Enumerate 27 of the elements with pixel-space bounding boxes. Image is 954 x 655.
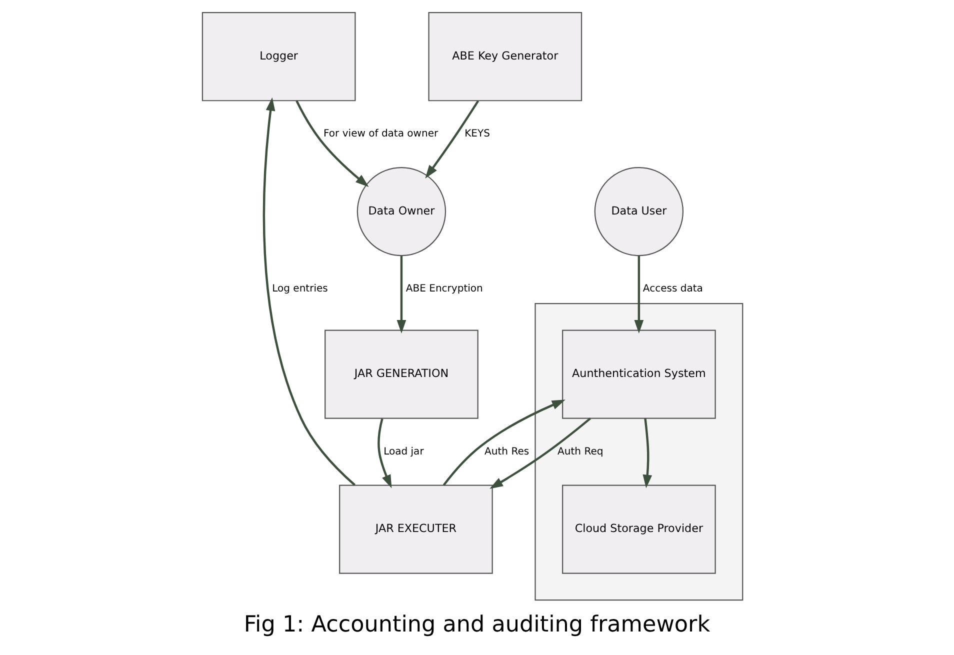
node-box: Aunthentication System <box>562 330 716 419</box>
caption: Fig 1: Accounting and auditing framework <box>244 611 710 638</box>
node-circle: Data Owner <box>356 166 446 256</box>
node-box: Cloud Storage Provider <box>562 484 716 574</box>
edge-label: For view of data owner <box>324 128 438 140</box>
arrow <box>642 418 652 488</box>
arrow <box>425 100 480 179</box>
cluster <box>534 302 744 601</box>
arrow <box>396 256 406 334</box>
edge-label: Load jar <box>384 446 424 458</box>
arrow <box>378 418 392 488</box>
edge-label: Auth Req <box>558 446 604 458</box>
arrow <box>490 418 591 489</box>
edge-label: KEYS <box>464 128 490 140</box>
node-box: JAR EXECUTER <box>339 484 493 574</box>
arrow <box>442 400 566 486</box>
edge-label: Access data <box>642 283 703 294</box>
arrow <box>296 100 369 187</box>
node-box: Logger <box>202 12 356 102</box>
node-box: ABE Key Generator <box>428 12 582 102</box>
node-circle: Data User <box>594 166 684 256</box>
edge-label: ABE Encryption <box>406 283 483 294</box>
arrow <box>262 97 356 486</box>
node-box: JAR GENERATION <box>324 330 478 419</box>
edge-label: Auth Res <box>484 446 530 458</box>
arrow <box>634 256 644 334</box>
edge-label: Log entries <box>272 283 328 294</box>
